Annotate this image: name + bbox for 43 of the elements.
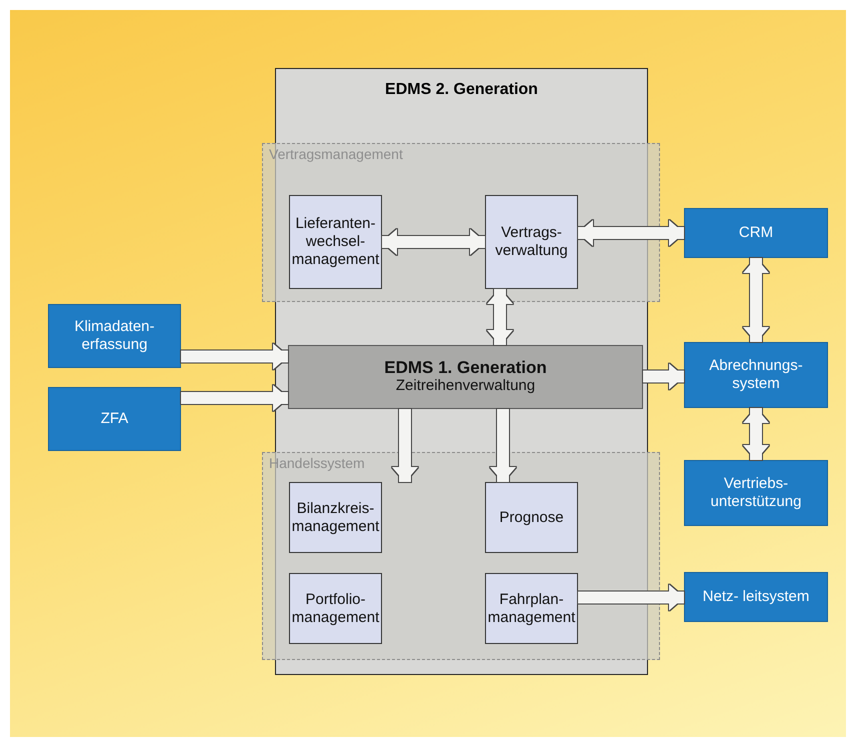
system-box xyxy=(684,572,828,622)
block-arrow xyxy=(181,385,288,411)
box-label: Klimadaten- erfassung xyxy=(73,318,156,354)
module-box xyxy=(485,573,578,644)
frame-title: EDMS 2. Generation xyxy=(385,80,538,99)
system-box xyxy=(684,460,828,526)
system-box xyxy=(684,342,828,408)
block-arrow xyxy=(643,364,684,390)
box-label: CRM xyxy=(738,224,774,242)
box-label: Portfolio- management xyxy=(290,590,380,626)
block-arrow xyxy=(181,344,288,370)
block-arrow xyxy=(487,289,513,345)
block-arrow xyxy=(382,229,485,255)
module-box xyxy=(289,482,382,553)
box-label: Vertriebs- unterstützung xyxy=(710,475,802,511)
module-box xyxy=(485,195,578,289)
box-label: Abrechnungs- system xyxy=(708,357,804,393)
box-label: Fahrplan- management xyxy=(486,590,576,626)
box-label: Vertrags- verwaltung xyxy=(494,224,569,260)
block-arrow xyxy=(578,584,684,610)
module-box xyxy=(289,195,382,289)
block-arrow xyxy=(578,220,684,246)
box-label: Prognose xyxy=(498,508,565,526)
group-title: Handelssystem xyxy=(268,454,366,473)
block-arrow xyxy=(743,408,769,460)
block-arrow xyxy=(392,409,418,482)
box-label: Netz- leitsystem xyxy=(702,588,810,606)
system-box xyxy=(48,304,181,368)
module-box xyxy=(485,482,578,553)
box-label: Bilanzkreis- management xyxy=(290,500,380,536)
group-title: Vertragsmanagement xyxy=(268,145,404,164)
box-label: Lieferanten- wechsel- management xyxy=(290,215,380,269)
box-label: EDMS 1. Generation xyxy=(383,359,548,377)
core-system-box xyxy=(288,345,643,409)
system-box xyxy=(684,208,828,258)
group-band xyxy=(262,452,660,660)
box-label: ZFA xyxy=(100,410,130,428)
block-arrow xyxy=(490,409,516,482)
system-box xyxy=(48,387,181,451)
block-arrow xyxy=(743,258,769,342)
box-label: Zeitreihenverwaltung xyxy=(394,377,536,395)
group-band xyxy=(262,143,660,302)
module-box xyxy=(289,573,382,644)
